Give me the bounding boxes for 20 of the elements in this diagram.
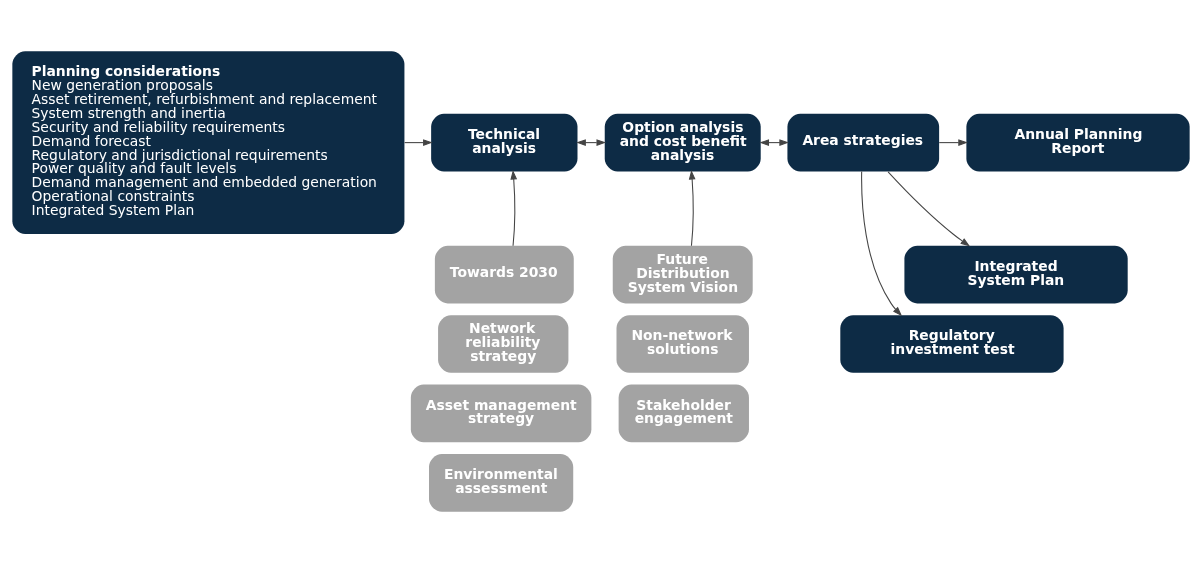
node-box: Area strategies: [787, 113, 940, 172]
node-box: Regulatory investment test: [840, 315, 1064, 373]
arrow: [510, 169, 518, 247]
node-box: Stakeholder engagement: [618, 384, 749, 443]
node-box: Asset management strategy: [410, 384, 592, 443]
node-box: Annual Planning Report: [966, 113, 1190, 172]
node-box: Towards 2030: [434, 245, 574, 304]
node-box: Non-network solutions: [616, 315, 749, 373]
node-box: Planning considerations New generation proposals Asset retirement, refurbishment and replacement System strength and inertia Security and reliability requirements Demand forecast Regulatory and jurisdictional requirements Power quality and fault levels Demand management and embedded generation Operational constraints Integrated System Plan: [12, 51, 405, 234]
node-box: Option analysis and cost benefit analysis: [604, 113, 761, 172]
node-box: Environmental assessment: [429, 454, 574, 512]
node-box: Integrated System Plan: [904, 245, 1128, 304]
arrow: [688, 169, 696, 247]
arrow: [887, 171, 971, 247]
node-box: Network reliability strategy: [438, 315, 569, 373]
arrow: [404, 139, 433, 146]
node-box: Future Distribution System Vision: [612, 245, 753, 304]
node-box: Technical analysis: [431, 113, 578, 172]
arrow: [861, 171, 903, 317]
arrow: [938, 139, 968, 146]
